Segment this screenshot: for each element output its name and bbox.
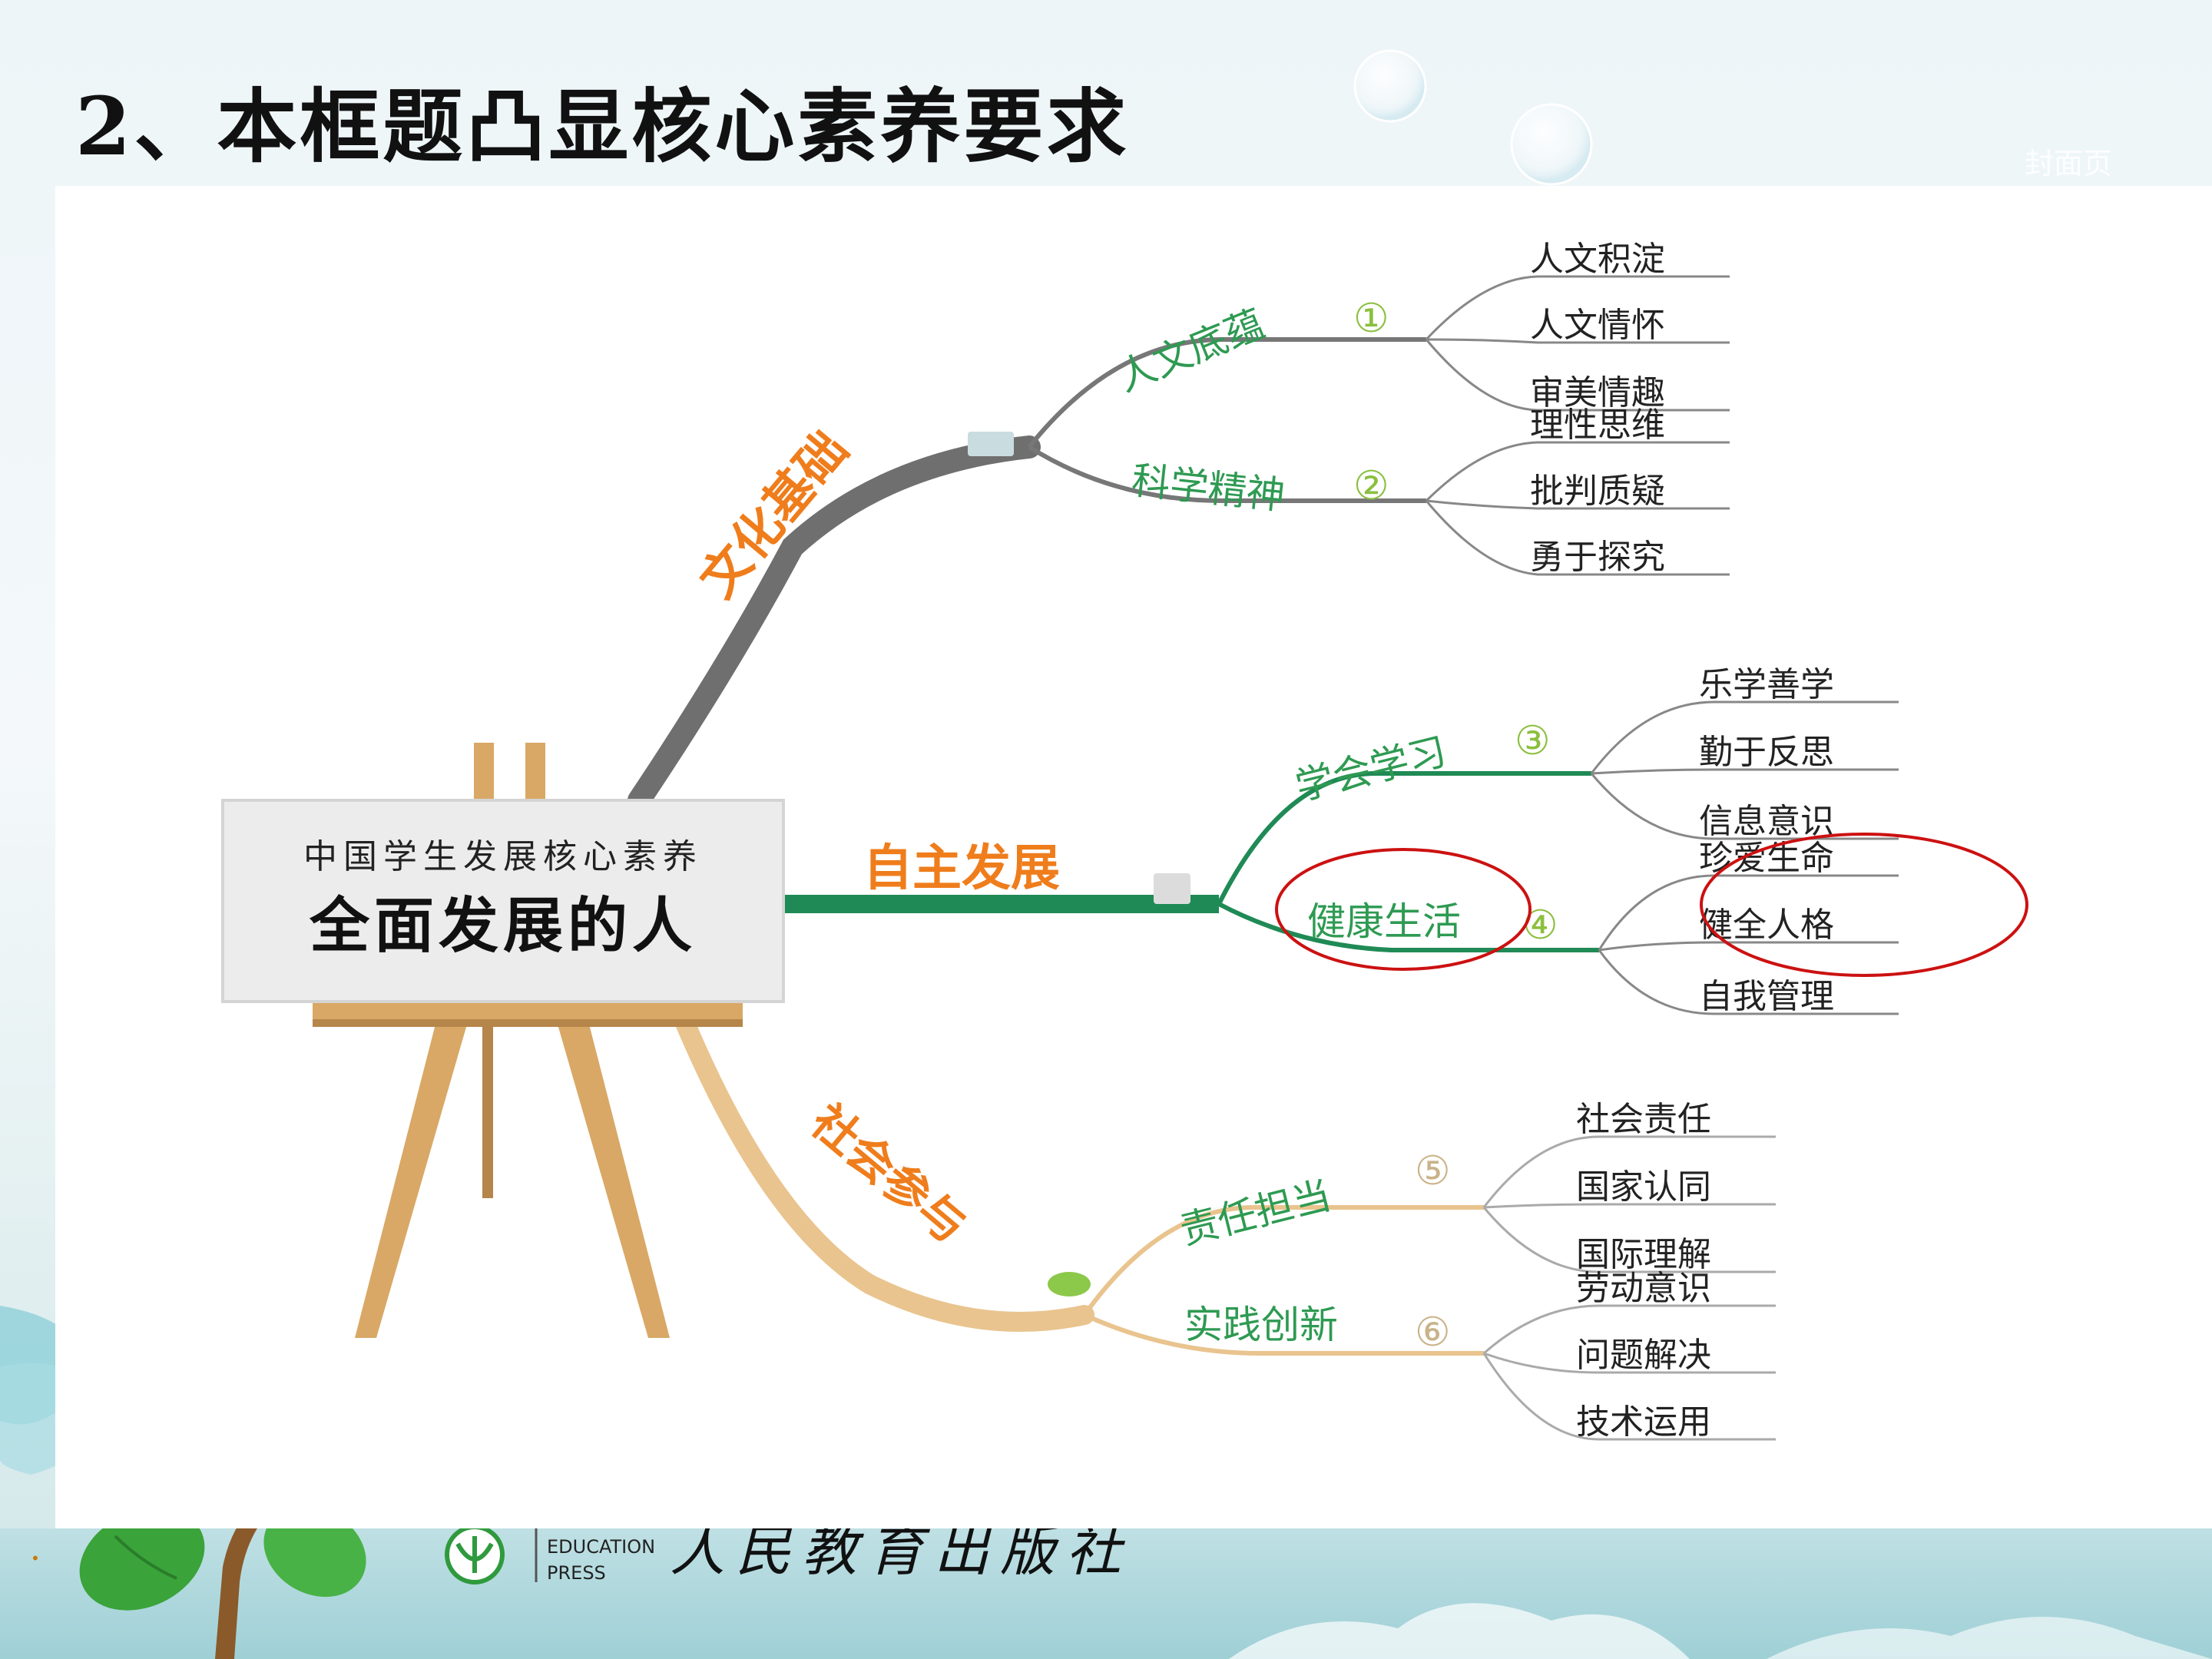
highlight-circle-life-personality	[1700, 833, 2028, 977]
leaf-item: 信息意识	[1699, 802, 1834, 841]
sub-number: ③	[1515, 718, 1551, 764]
leaf-line	[1482, 1135, 1776, 1208]
leaf-line	[1598, 941, 1899, 952]
leaf-item: 审美情趣	[1530, 373, 1665, 412]
branch-marker	[1154, 873, 1190, 904]
leaf-item: 技术运用	[1576, 1402, 1711, 1442]
leaf-item: 劳动意识	[1576, 1269, 1711, 1308]
branch-label-2: 自主发展	[863, 840, 1060, 897]
leaf-item: 国际理解	[1576, 1235, 1711, 1274]
sub-number: ④	[1522, 902, 1558, 949]
leaf-item: 理性思维	[1530, 406, 1665, 445]
leaf-line	[1591, 768, 1899, 775]
leaf-line	[1426, 499, 1730, 510]
cloud-decoration	[1767, 1617, 2212, 1659]
sub-line	[1217, 902, 1599, 952]
leaf-item: 自我管理	[1699, 977, 1834, 1016]
sub-label: 科学精神	[1130, 458, 1287, 518]
leaf-item: 人文情怀	[1530, 306, 1665, 345]
sub-label: 健康生活	[1307, 899, 1461, 944]
highlight-circle-health-life	[1275, 848, 1532, 971]
cloud-decoration	[1229, 1603, 1690, 1659]
sub-label: 责任担当	[1176, 1173, 1336, 1253]
leaf-item: 乐学善学	[1699, 665, 1834, 704]
leaf-line	[1425, 500, 1730, 576]
branch-marker	[1048, 1272, 1091, 1296]
branch-label-3: 社会参与	[800, 1094, 976, 1254]
leaf-line	[1482, 1207, 1776, 1273]
cover-page-link[interactable]: 封面页	[2025, 147, 2113, 180]
sub-number: ⑥	[1415, 1310, 1451, 1356]
bubble-decoration	[1353, 49, 1427, 123]
leaf-line	[1590, 773, 1899, 840]
branch-marker	[968, 432, 1014, 456]
leaf-item: 国家认同	[1576, 1167, 1711, 1207]
publisher-cn-name: 人民教育出版社	[670, 1518, 1132, 1583]
sub-label: 实践创新	[1184, 1303, 1338, 1347]
sub-line	[1082, 1205, 1484, 1316]
publisher-en-line1: EDUCATION	[547, 1536, 655, 1558]
leaf-line	[1598, 874, 1899, 951]
mindmap-diagram: 中国学生发展核心素养 全面发展的人 文化基础 自主发展 社会参与 人文底蕴 ① …	[221, 240, 2028, 1442]
publisher-logo: EDUCATION PRESS 人民教育出版社	[445, 1518, 1132, 1584]
leaf-line	[1425, 339, 1730, 412]
easel-illustration	[313, 743, 743, 1338]
leaf-line	[1483, 1352, 1776, 1374]
branch-line-3	[675, 1013, 1094, 1332]
sub-label: 人文底蕴	[1111, 301, 1270, 400]
leaf-item: 勤于反思	[1699, 733, 1834, 772]
leaf-item: 人文积淀	[1530, 240, 1665, 279]
leaf-item: 问题解决	[1576, 1336, 1711, 1375]
sub-line	[1027, 337, 1426, 449]
leaf-line	[1483, 1304, 1776, 1355]
slide-title: 2、本框题凸显核心素养要求	[75, 79, 1130, 174]
leaf-line	[1425, 275, 1730, 341]
leaf-line	[1425, 441, 1730, 502]
publisher-en-line2: PRESS	[547, 1562, 606, 1584]
leaf-line	[1590, 700, 1899, 774]
center-subtitle: 中国学生发展核心素养	[303, 837, 703, 876]
leaf-line	[1426, 338, 1730, 344]
sub-line	[1028, 445, 1426, 503]
leaf-item: 勇于探究	[1530, 538, 1665, 577]
sub-label: 学会学习	[1291, 729, 1451, 810]
sub-number: ①	[1353, 296, 1389, 342]
branch-line-1	[628, 435, 1041, 812]
leaf-line	[1483, 1203, 1776, 1209]
bubble-decoration	[1510, 103, 1593, 186]
sub-line	[1083, 1313, 1484, 1356]
sub-number: ⑤	[1415, 1148, 1451, 1194]
leaf-item: 批判质疑	[1530, 472, 1665, 511]
leaf-line	[1482, 1353, 1776, 1441]
center-title: 全面发展的人	[309, 892, 697, 961]
sub-number: ②	[1353, 463, 1389, 509]
sub-line	[1217, 771, 1591, 906]
slide-marker: •	[31, 1549, 40, 1568]
leaf-line	[1598, 949, 1899, 1015]
leaf-item: 社会责任	[1576, 1100, 1711, 1139]
mindmap-panel: 中国学生发展核心素养 全面发展的人 文化基础 自主发展 社会参与 人文底蕴 ① …	[55, 186, 2212, 1528]
center-board	[221, 799, 785, 1003]
